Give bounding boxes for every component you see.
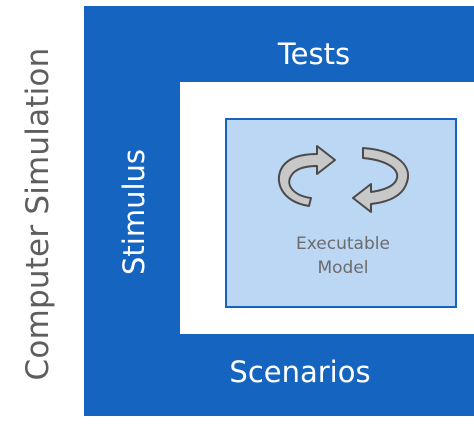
right-cycle-arrow xyxy=(352,147,410,213)
outer-frame: Tests Stimulus Scenarios Executable Mode… xyxy=(84,6,474,416)
executable-model-label: Executable Model xyxy=(227,232,459,280)
cycle-arrows-icon xyxy=(278,145,410,213)
model-label-line2: Model xyxy=(317,258,369,278)
scenarios-label: Scenarios xyxy=(229,355,371,389)
tests-label: Tests xyxy=(277,37,351,71)
stimulus-label: Stimulus xyxy=(117,148,151,276)
executable-model-box: Executable Model xyxy=(225,118,457,308)
model-label-line1: Executable xyxy=(296,234,390,254)
computer-simulation-label: Computer Simulation xyxy=(20,47,56,381)
left-cycle-arrow xyxy=(278,145,336,207)
inner-area: Executable Model xyxy=(180,82,474,334)
